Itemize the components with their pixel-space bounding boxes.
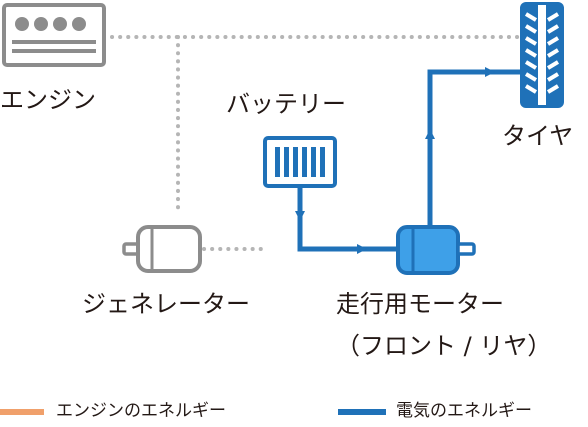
electric-energy-swatch [338,409,386,415]
generator-icon [122,225,202,273]
battery-icon [263,136,337,188]
motor-icon [396,225,476,275]
motor-label: 走行用モーター [336,290,504,318]
electric-flow [295,67,520,254]
generator-label: ジェネレーター [82,290,250,318]
engine-label: エンジン [0,86,96,114]
engine-energy-swatch [0,409,44,415]
tire-icon [520,2,564,108]
engine-link-dotted [110,35,520,251]
battery-label: バッテリー [226,90,346,118]
tire-label: タイヤ [502,122,574,150]
engine-energy-legend: エンジンのエネルギー [56,401,226,421]
electric-energy-legend: 電気のエネルギー [396,401,532,421]
motor-sublabel: （フロント / リヤ） [336,332,552,360]
engine-icon [2,3,106,67]
